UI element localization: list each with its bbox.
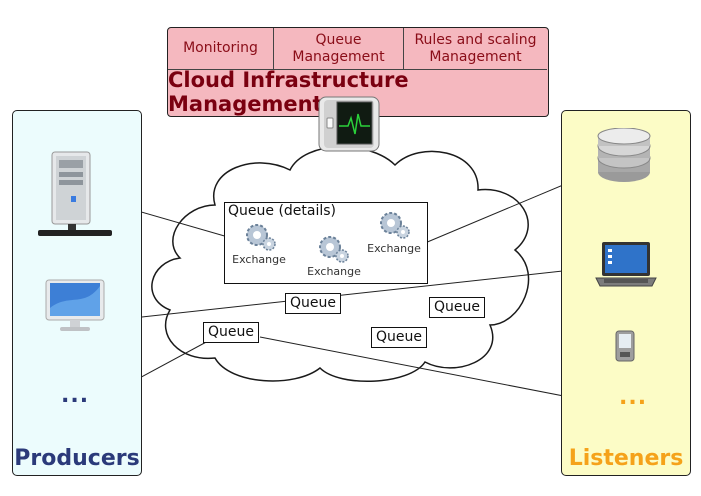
exchange-label: Exchange [367, 242, 421, 255]
producers-ellipsis: ... [61, 383, 90, 408]
rules-scaling-cell: Rules and scaling Management [404, 28, 547, 70]
queue-management-cell: Queue Management [274, 28, 404, 70]
activity-monitor-icon [318, 96, 380, 152]
queue-box: Queue [371, 327, 427, 348]
queue-details-title: Queue (details) [228, 203, 337, 219]
queue-box: Queue [285, 293, 341, 314]
connector-line [259, 336, 611, 406]
exchange-label: Exchange [307, 265, 361, 278]
laptop-icon [594, 240, 658, 292]
connector-line [113, 267, 591, 321]
queue-box: Queue [429, 297, 485, 318]
database-icon [596, 128, 652, 188]
management-panel: Monitoring Queue Management Rules and sc… [167, 27, 549, 117]
desktop-monitor-icon [44, 278, 106, 334]
listeners-ellipsis: ... [619, 385, 648, 410]
server-icon [38, 150, 114, 240]
gear-icon [378, 210, 412, 240]
gear-icon [317, 234, 351, 264]
exchange-label: Exchange [232, 253, 286, 266]
producers-title: Producers [14, 446, 140, 471]
queue-box: Queue [203, 322, 259, 343]
handheld-device-icon [614, 330, 636, 362]
management-title: Cloud Infrastructure Management [168, 68, 409, 116]
monitoring-cell: Monitoring [168, 28, 274, 70]
listeners-title: Listeners [568, 446, 684, 471]
gear-icon [244, 222, 278, 252]
